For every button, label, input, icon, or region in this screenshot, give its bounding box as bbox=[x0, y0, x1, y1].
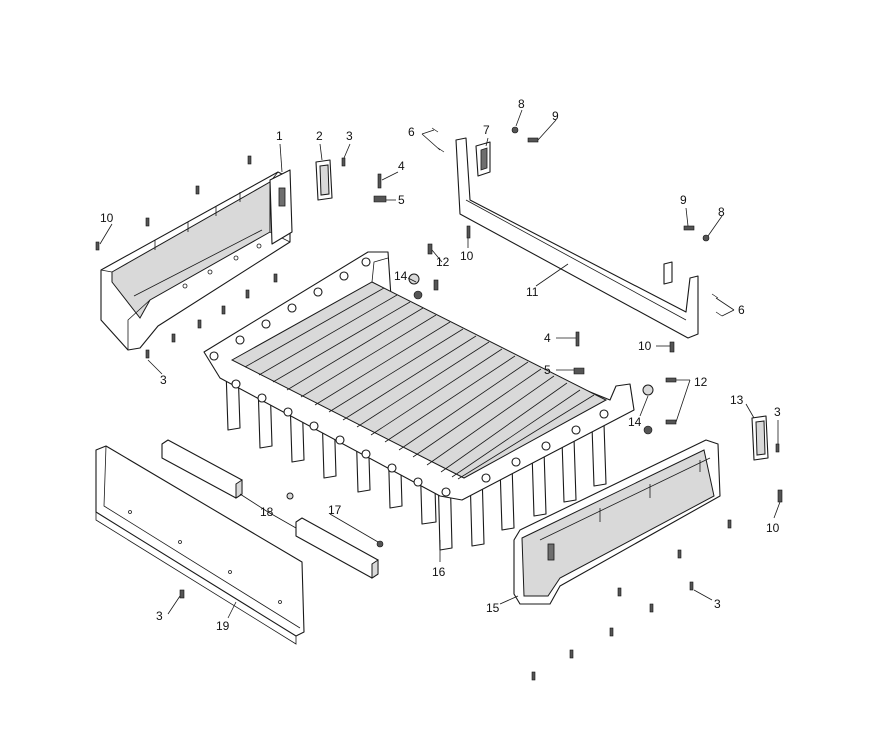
callout-4-top: 4 bbox=[398, 159, 405, 173]
callout-3-top: 3 bbox=[346, 129, 353, 143]
rear-rail-frame bbox=[455, 137, 699, 339]
callout-12-top: 12 bbox=[436, 255, 450, 269]
right-side-panel bbox=[513, 439, 721, 605]
top-bracket bbox=[475, 141, 491, 177]
skid-plate bbox=[95, 445, 305, 645]
callout-2: 2 bbox=[316, 129, 323, 143]
callout-6-top: 6 bbox=[408, 125, 415, 139]
callout-3-right: 3 bbox=[774, 405, 781, 419]
callout-labels: 1 2 3 4 5 6 7 8 9 10 12 14 10 11 9 8 6 3… bbox=[100, 97, 781, 633]
fastener-hardware bbox=[95, 126, 783, 681]
callout-18: 18 bbox=[260, 505, 274, 519]
pads bbox=[161, 439, 379, 579]
left-side-panel bbox=[100, 169, 293, 351]
callout-3-lower-right: 3 bbox=[714, 597, 721, 611]
callout-10-mid: 10 bbox=[460, 249, 474, 263]
callout-5-lower: 5 bbox=[544, 363, 551, 377]
callout-19: 19 bbox=[216, 619, 230, 633]
callout-3-left: 3 bbox=[160, 373, 167, 387]
callout-9-right: 9 bbox=[680, 193, 687, 207]
callout-10-right: 10 bbox=[638, 339, 652, 353]
callout-14-lower: 14 bbox=[628, 415, 642, 429]
callout-8-right: 8 bbox=[718, 205, 725, 219]
callout-10-lower-right: 10 bbox=[766, 521, 780, 535]
left-corner-cap bbox=[315, 159, 333, 201]
callout-3-lower-left: 3 bbox=[156, 609, 163, 623]
callout-14-top: 14 bbox=[394, 269, 408, 283]
leader-lines bbox=[99, 109, 781, 619]
callout-5-top: 5 bbox=[398, 193, 405, 207]
callout-16: 16 bbox=[432, 565, 446, 579]
callout-15: 15 bbox=[486, 601, 500, 615]
cargo-bed-tub bbox=[203, 251, 635, 551]
callout-12-lower: 12 bbox=[694, 375, 708, 389]
callout-17: 17 bbox=[328, 503, 342, 517]
callout-6-right: 6 bbox=[738, 303, 745, 317]
callout-9-top: 9 bbox=[552, 109, 559, 123]
callout-7: 7 bbox=[483, 123, 490, 137]
callout-8-top: 8 bbox=[518, 97, 525, 111]
callout-4-lower: 4 bbox=[544, 331, 551, 345]
callout-13: 13 bbox=[730, 393, 744, 407]
callout-1: 1 bbox=[276, 129, 283, 143]
callout-10-left: 10 bbox=[100, 211, 114, 225]
right-corner-cap bbox=[751, 415, 769, 461]
callout-11: 11 bbox=[526, 285, 539, 299]
